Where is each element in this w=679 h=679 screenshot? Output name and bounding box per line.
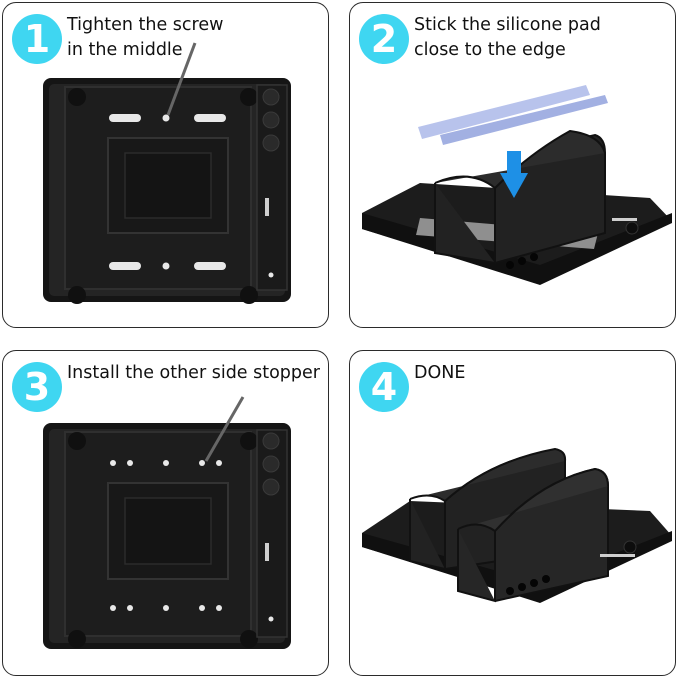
step-caption: Tighten the screw in the middle	[67, 13, 327, 63]
step-number-badge: 4	[359, 362, 409, 412]
stand-base-stopper-illustration	[43, 396, 291, 649]
silicone-pad-install-illustration	[362, 85, 672, 285]
caption-line: Install the other side stopper	[67, 363, 320, 383]
caption-line: close to the edge	[414, 40, 566, 60]
step-caption: Install the other side stopper	[67, 361, 328, 386]
step-caption: DONE	[414, 361, 674, 386]
caption-line: DONE	[414, 363, 466, 383]
step-2-panel: 2 Stick the silicone pad close to the ed…	[349, 2, 676, 328]
step-3-panel: 3 Install the other side stopper	[2, 350, 329, 676]
step-number-badge: 2	[359, 14, 409, 64]
stand-base-underside-illustration	[43, 42, 291, 304]
caption-line: in the middle	[67, 40, 183, 60]
caption-line: Tighten the screw	[67, 15, 224, 35]
step-number-badge: 3	[12, 362, 62, 412]
step-number-badge: 1	[12, 14, 62, 64]
completed-double-stand-illustration	[362, 447, 672, 603]
caption-line: Stick the silicone pad	[414, 15, 601, 35]
step-caption: Stick the silicone pad close to the edge	[414, 13, 674, 63]
step-1-panel: 1 Tighten the screw in the middle	[2, 2, 329, 328]
step-4-panel: 4 DONE	[349, 350, 676, 676]
